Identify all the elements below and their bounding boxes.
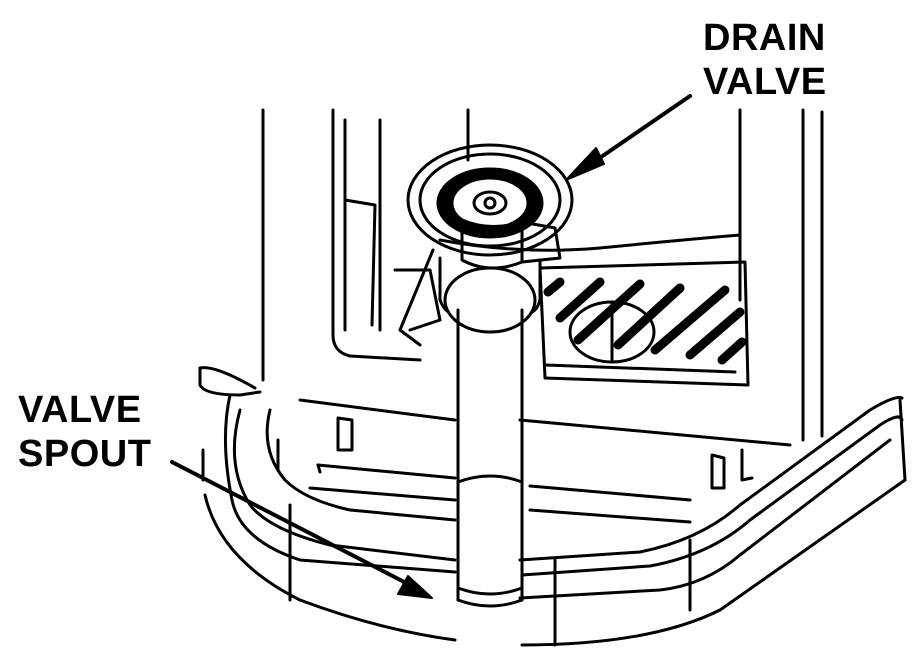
drain-pan — [198, 366, 907, 647]
drain-valve-label-line1: DRAIN — [703, 17, 826, 59]
spout-pipe — [438, 256, 542, 608]
access-compartment — [331, 108, 750, 387]
rear-opening — [568, 300, 656, 364]
drain-valve-arrow — [565, 94, 692, 181]
valve-spout-label: VALVE SPOUT — [18, 388, 151, 476]
drain-valve-assembly — [406, 108, 574, 270]
tank-body — [261, 108, 824, 442]
valve-spout-label-line2: SPOUT — [18, 433, 152, 475]
drain-valve-label-line2: VALVE — [703, 61, 827, 103]
valve-spout-label-line1: VALVE — [18, 389, 142, 431]
valve-spout-arrow — [170, 460, 433, 599]
drain-valve-label: DRAIN VALVE — [703, 16, 827, 104]
